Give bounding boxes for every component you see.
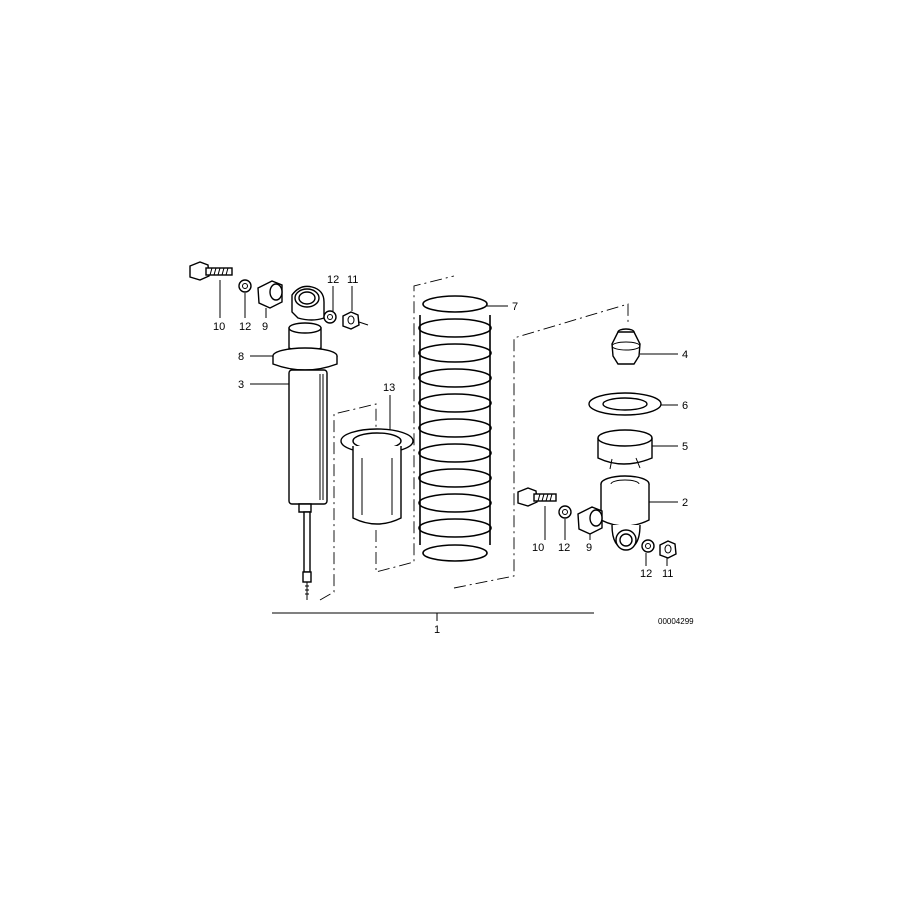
callout-10-left: 10 — [213, 321, 225, 333]
callout-13: 13 — [383, 382, 395, 394]
nut-right — [659, 540, 677, 559]
callout-11-right: 11 — [662, 568, 673, 580]
washer-right-a — [558, 505, 572, 519]
bolt-right — [517, 487, 557, 507]
callout-4: 4 — [682, 349, 688, 361]
bolt-left — [189, 261, 233, 281]
callout-11-left: 11 — [347, 274, 358, 286]
callout-7: 7 — [512, 301, 518, 313]
bump-stop — [611, 328, 641, 365]
eye-left — [291, 285, 325, 321]
drawing-number: 00004299 — [658, 617, 694, 626]
callout-10-right: 10 — [532, 542, 544, 554]
spring-seat-sleeve — [597, 429, 653, 470]
callout-12-right-b: 12 — [640, 568, 652, 580]
bushing-left — [257, 280, 283, 309]
washer-left-b — [323, 310, 337, 324]
upper-mount — [600, 475, 650, 551]
washer-left-a — [238, 279, 252, 293]
protective-tube — [340, 428, 414, 525]
coil-spring — [418, 295, 492, 562]
callout-12-left-a: 12 — [239, 321, 251, 333]
spring-pad — [588, 392, 662, 416]
callout-12-right-a: 12 — [558, 542, 570, 554]
callout-2: 2 — [682, 497, 688, 509]
callout-8: 8 — [238, 351, 244, 363]
callout-5: 5 — [682, 441, 688, 453]
callout-9-left: 9 — [262, 321, 268, 333]
callout-3: 3 — [238, 379, 244, 391]
callout-12-left-b: 12 — [327, 274, 339, 286]
callout-6: 6 — [682, 400, 688, 412]
shock-absorber — [272, 322, 338, 600]
nut-left — [342, 311, 369, 330]
callout-9-right: 9 — [586, 542, 592, 554]
bushing-right — [577, 506, 603, 535]
callout-1: 1 — [434, 624, 440, 636]
washer-right-b — [641, 539, 655, 553]
